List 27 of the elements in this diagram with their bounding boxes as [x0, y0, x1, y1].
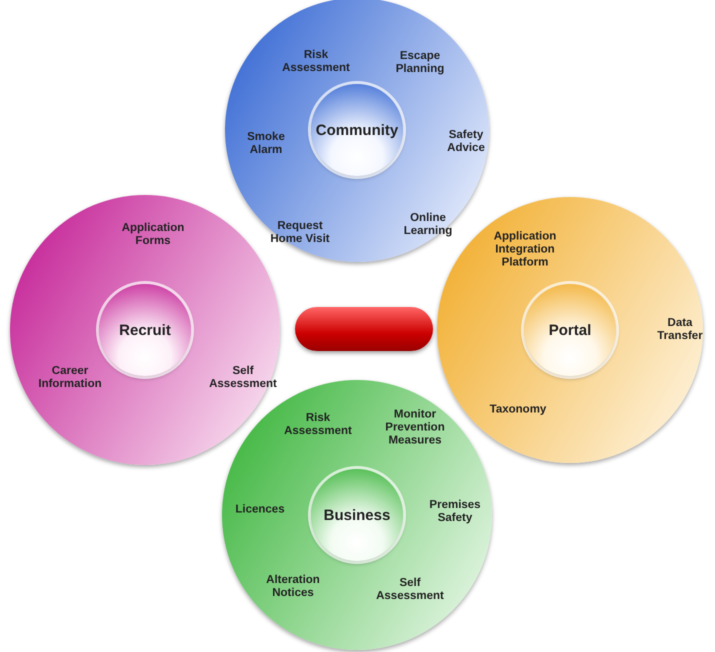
topic-label: Self Assessment: [208, 365, 278, 391]
topic-label: Escape Planning: [394, 50, 446, 76]
hub-circle: [311, 469, 403, 561]
topic-label: Self Assessment: [375, 577, 445, 603]
topic-label: Risk Assessment: [283, 412, 353, 438]
topic-label: Career Information: [37, 365, 103, 391]
hub-title: Business: [324, 506, 390, 524]
topic-label: Taxonomy: [488, 404, 548, 416]
center-pill: [295, 307, 433, 351]
topic-label: Monitor Prevention Measures: [384, 408, 446, 448]
topic-label: Licences: [234, 504, 286, 516]
topic-label: Request Home Visit: [270, 220, 330, 246]
topic-label: Data Transfer: [656, 317, 704, 343]
topic-label: Application Integration Platform: [492, 230, 558, 270]
topic-label: Alteration Notices: [265, 574, 321, 600]
hub-circle: [99, 284, 191, 376]
hub-title: Community: [316, 122, 398, 138]
topic-label: Safety Advice: [446, 129, 486, 155]
topic-label: Application Forms: [120, 222, 186, 248]
topic-label: Risk Assessment: [281, 49, 351, 75]
hub-circle: [524, 284, 616, 376]
hub-circle: [311, 84, 403, 176]
topic-label: Smoke Alarm: [246, 131, 286, 157]
hub-title: Portal: [548, 322, 592, 338]
topic-label: Online Learning: [402, 212, 454, 238]
hub-title: Recruit: [119, 322, 171, 338]
topic-label: Premises Safety: [428, 499, 482, 525]
